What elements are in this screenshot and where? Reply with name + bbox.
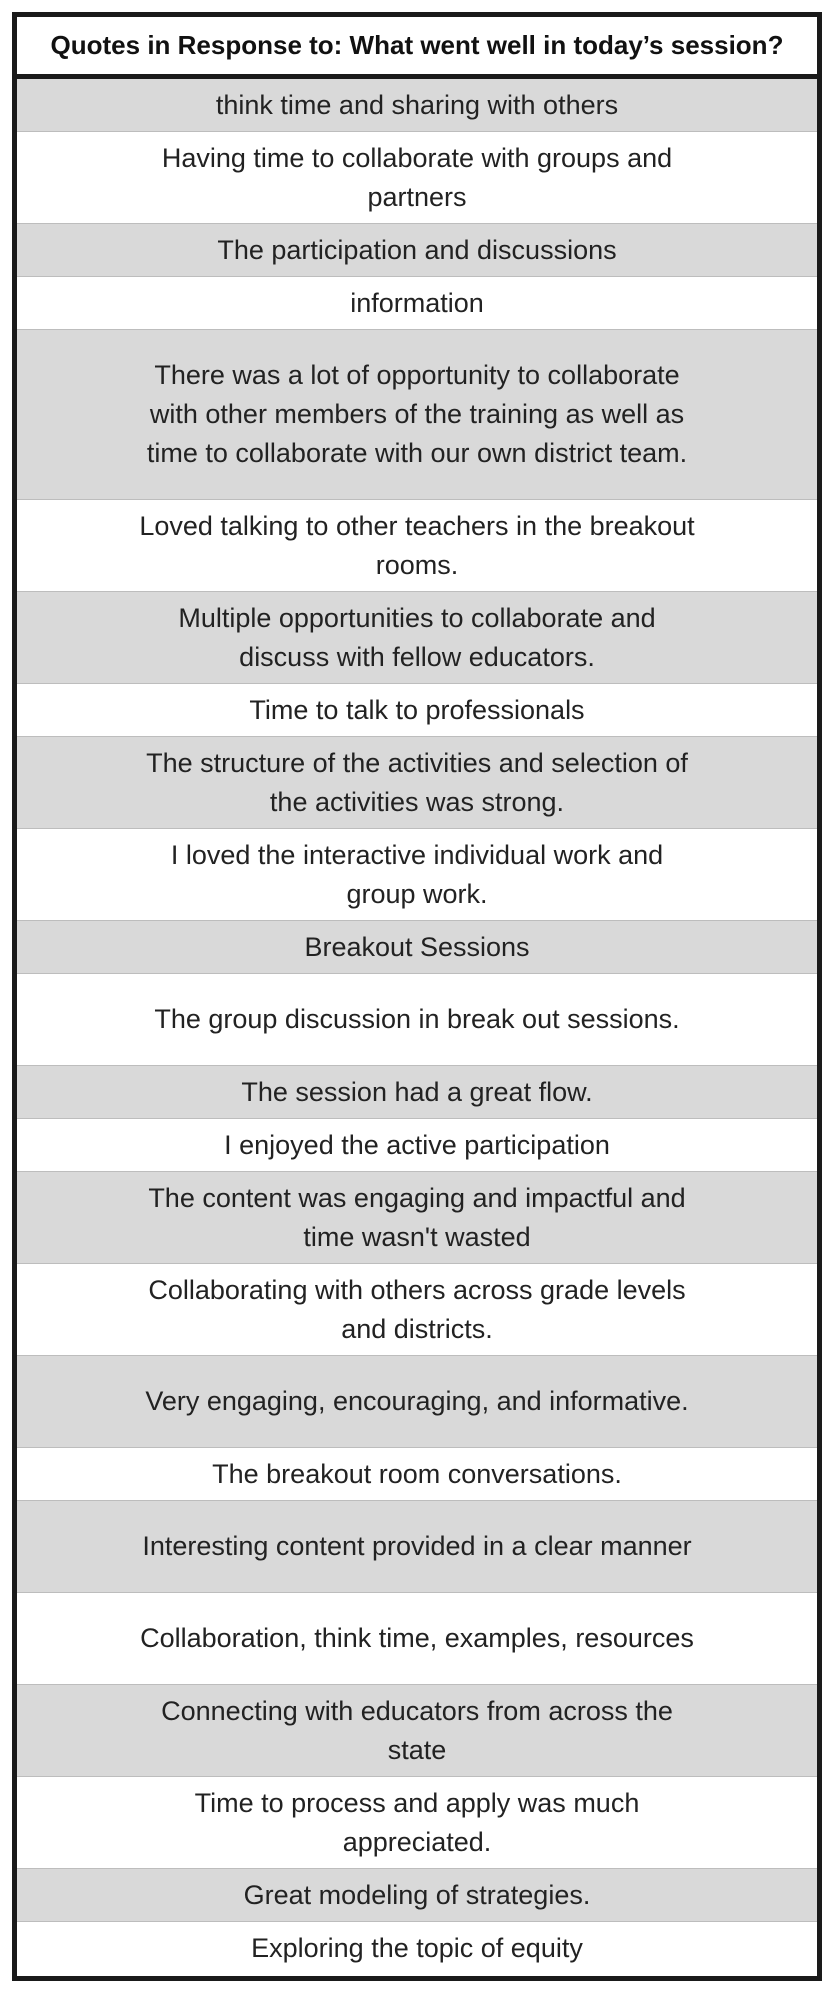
quote-row: Great modeling of strategies. xyxy=(17,1869,817,1922)
quote-row: Time to process and apply was much appre… xyxy=(17,1777,817,1869)
quote-row: The structure of the activities and sele… xyxy=(17,737,817,829)
quote-row: Connecting with educators from across th… xyxy=(17,1685,817,1777)
quote-row: Collaborating with others across grade l… xyxy=(17,1264,817,1356)
quotes-table: Quotes in Response to: What went well in… xyxy=(12,12,822,1981)
quote-row: Loved talking to other teachers in the b… xyxy=(17,500,817,592)
quote-row: The group discussion in break out sessio… xyxy=(17,974,817,1066)
quote-row: Having time to collaborate with groups a… xyxy=(17,132,817,224)
table-header: Quotes in Response to: What went well in… xyxy=(17,17,817,79)
quote-row: I loved the interactive individual work … xyxy=(17,829,817,921)
quote-row: information xyxy=(17,277,817,330)
quote-row: There was a lot of opportunity to collab… xyxy=(17,330,817,500)
quote-row: I enjoyed the active participation xyxy=(17,1119,817,1172)
quote-row: Interesting content provided in a clear … xyxy=(17,1501,817,1593)
quote-row: Exploring the topic of equity xyxy=(251,1933,583,1963)
quote-row: think time and sharing with others xyxy=(17,79,817,132)
quote-row: The participation and discussions xyxy=(17,224,817,277)
quote-row: The content was engaging and impactful a… xyxy=(17,1172,817,1264)
quote-row: The session had a great flow. xyxy=(17,1066,817,1119)
quote-row: Breakout Sessions xyxy=(17,921,817,974)
quote-row: The breakout room conversations. xyxy=(17,1448,817,1501)
quote-row: Very engaging, encouraging, and informat… xyxy=(17,1356,817,1448)
quote-row: Time to talk to professionals xyxy=(17,684,817,737)
quote-row: Multiple opportunities to collaborate an… xyxy=(17,592,817,684)
quote-row: Collaboration, think time, examples, res… xyxy=(17,1593,817,1685)
